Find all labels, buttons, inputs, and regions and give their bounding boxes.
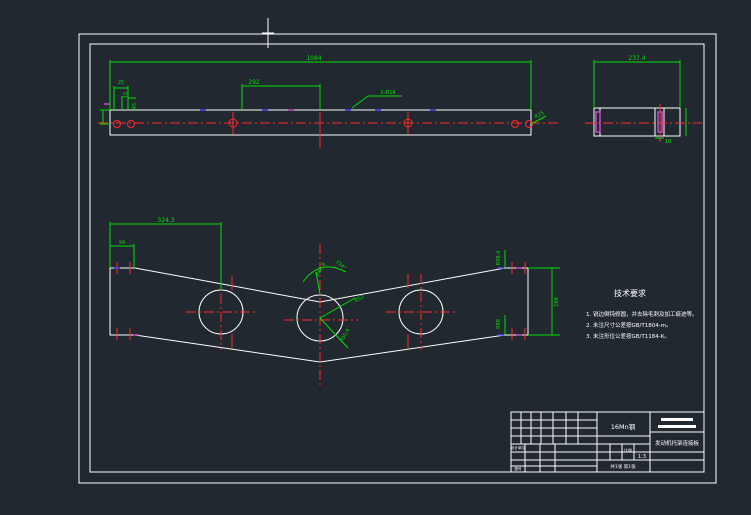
dim-plan-center-2: R50.4 [339, 328, 352, 344]
dim-overall-length: 1084 [306, 55, 321, 62]
title-block: 16Mn钢 发动机托架连接板 比例 1:3 共1张 第1张 设计单位 图号 [510, 411, 705, 473]
dim-left-height: 15 [123, 92, 129, 98]
company-name-bar-1 [661, 418, 693, 421]
dim-plan-left-offset: 324.3 [157, 217, 174, 224]
tech-requirement-1: 1. 锐边倒钝修圆，并去除毛刺及加工痕迹等。 [586, 310, 698, 318]
dim-plan-radius: R52 [354, 294, 366, 304]
tech-requirement-2: 2. 未注尺寸公差按GB/T1804-m。 [586, 321, 672, 329]
title-block-company-line2: 图号 [515, 466, 523, 471]
top-view-dim-texts: 1084 292 25 15 45 2-Ø14 R25 [118, 55, 545, 120]
plan-view: 324.3 94 188 R52 154° R60.8 R50.4 R98.4 … [109, 217, 560, 386]
title-block-sheet: 共1张 第1张 [610, 463, 636, 470]
plan-view-edge-marks [114, 262, 526, 348]
plan-view-dimensions [109, 222, 560, 349]
top-view-dimensions [100, 60, 547, 125]
dim-plan-r-top: R98.4 [496, 251, 502, 266]
dim-plan-right-height: 188 [554, 297, 560, 307]
top-view-hidden-marks [104, 103, 436, 111]
side-view-profile [593, 108, 681, 137]
leader-note: 2-Ø14 [380, 89, 395, 96]
title-block-scale-label: 比例 [624, 447, 632, 453]
top-view-holes [113, 112, 533, 148]
top-view: 1084 292 25 15 45 2-Ø14 R25 [98, 55, 560, 148]
dim-side-width: 237.4 [628, 55, 645, 62]
plan-view-dim-texts: 324.3 94 188 R52 154° R60.8 R50.4 R98.4 … [119, 217, 560, 343]
dim-left-small: 25 [118, 80, 124, 86]
company-name-bar-2 [658, 425, 696, 428]
crosshair-cursor [262, 18, 274, 48]
drawing-inner-frame [89, 43, 705, 473]
drawing-outer-frame [78, 33, 717, 484]
dim-plan-center: R60.8 [315, 262, 328, 278]
dim-plan-small-offset: 94 [119, 240, 125, 246]
dim-side-small: 10 [665, 139, 671, 145]
technical-requirements: 技术要求 1. 锐边倒钝修圆，并去除毛刺及加工痕迹等。 2. 未注尺寸公差按GB… [586, 288, 698, 340]
plan-view-outline [109, 267, 529, 363]
dim-right-small: R25 [534, 110, 546, 120]
dim-left-side: 45 [132, 103, 138, 109]
title-block-part-name: 发动机托架连接板 [655, 439, 700, 447]
dim-plan-r-bottom: R98 [496, 319, 502, 329]
side-view: 237.4 10 [585, 55, 702, 145]
title-block-material: 16Mn钢 [611, 423, 636, 431]
dim-hole-spacing: 292 [248, 79, 260, 86]
tech-requirement-3: 3. 未注形位公差按GB/T1184-K。 [586, 332, 670, 340]
title-block-company-line1: 设计单位 [511, 445, 525, 450]
title-block-scale: 1:3 [638, 454, 646, 460]
tech-requirements-title: 技术要求 [614, 288, 646, 298]
